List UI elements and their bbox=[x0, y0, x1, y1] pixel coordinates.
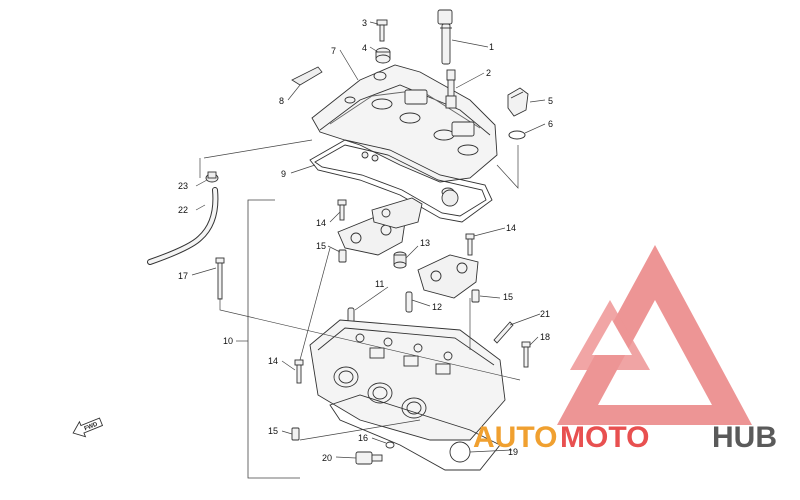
grommet bbox=[375, 47, 391, 64]
watermark-text: AUTO MOTO HUB bbox=[473, 421, 777, 454]
dowel-pin bbox=[291, 249, 480, 441]
bracket bbox=[291, 66, 323, 86]
callout-14-right: 14 bbox=[506, 223, 516, 233]
callout-17: 17 bbox=[178, 271, 188, 281]
callout-14-top: 14 bbox=[316, 218, 326, 228]
washer bbox=[385, 441, 395, 449]
callout-15-bottom: 15 bbox=[268, 426, 278, 436]
callout-7: 7 bbox=[331, 46, 336, 56]
watermark-word-moto: MOTO bbox=[560, 421, 649, 454]
callout-16: 16 bbox=[358, 433, 368, 443]
callout-6: 6 bbox=[548, 119, 553, 129]
temperature-sensor bbox=[355, 451, 383, 465]
forward-arrow-icon: FWD bbox=[72, 417, 104, 438]
o-ring bbox=[508, 130, 526, 140]
group-bracket bbox=[247, 199, 300, 479]
cylinder-head bbox=[309, 319, 506, 441]
callout-22: 22 bbox=[178, 205, 188, 215]
gasket bbox=[309, 139, 493, 223]
callout-14-bottom: 14 bbox=[268, 356, 278, 366]
seal bbox=[393, 251, 407, 269]
callout-10: 10 bbox=[223, 336, 233, 346]
callout-23: 23 bbox=[178, 181, 188, 191]
watermark-word-hub: HUB bbox=[712, 421, 777, 454]
callout-12: 12 bbox=[432, 302, 442, 312]
watermark-word-auto: AUTO bbox=[473, 421, 557, 454]
callout-5: 5 bbox=[548, 96, 553, 106]
long-stud bbox=[215, 257, 225, 300]
callout-2: 2 bbox=[486, 68, 491, 78]
forward-label: FWD bbox=[84, 421, 100, 432]
spark-plug bbox=[445, 69, 457, 109]
reference-lines bbox=[199, 139, 521, 441]
callout-18: 18 bbox=[540, 332, 550, 342]
watermark-logo bbox=[557, 245, 752, 425]
callout-9: 9 bbox=[281, 169, 286, 179]
ignition-coil bbox=[437, 9, 453, 65]
callout-labels: 1 2 3 4 5 6 7 8 9 10 11 12 13 14 14 14 1… bbox=[178, 18, 553, 463]
callout-11: 11 bbox=[375, 279, 384, 289]
hose-clamp bbox=[205, 171, 219, 183]
camshaft-cap-right bbox=[417, 254, 479, 299]
oil-filler-cap bbox=[507, 87, 529, 117]
valve-cover bbox=[311, 64, 498, 197]
callout-8: 8 bbox=[279, 96, 284, 106]
camshaft-cap bbox=[337, 197, 423, 256]
stud bbox=[493, 321, 514, 344]
callout-15-right: 15 bbox=[503, 292, 513, 302]
callout-13: 13 bbox=[420, 238, 430, 248]
callout-1: 1 bbox=[489, 42, 494, 52]
breather-hose bbox=[147, 187, 219, 265]
callout-15-top: 15 bbox=[316, 241, 326, 251]
callout-4: 4 bbox=[362, 43, 367, 53]
bolt bbox=[376, 19, 388, 42]
callout-20: 20 bbox=[322, 453, 332, 463]
leader-lines bbox=[191, 21, 546, 459]
callout-19: 19 bbox=[508, 447, 518, 457]
cap-bolt bbox=[294, 199, 531, 384]
callout-3: 3 bbox=[362, 18, 367, 28]
callout-21: 21 bbox=[540, 309, 550, 319]
